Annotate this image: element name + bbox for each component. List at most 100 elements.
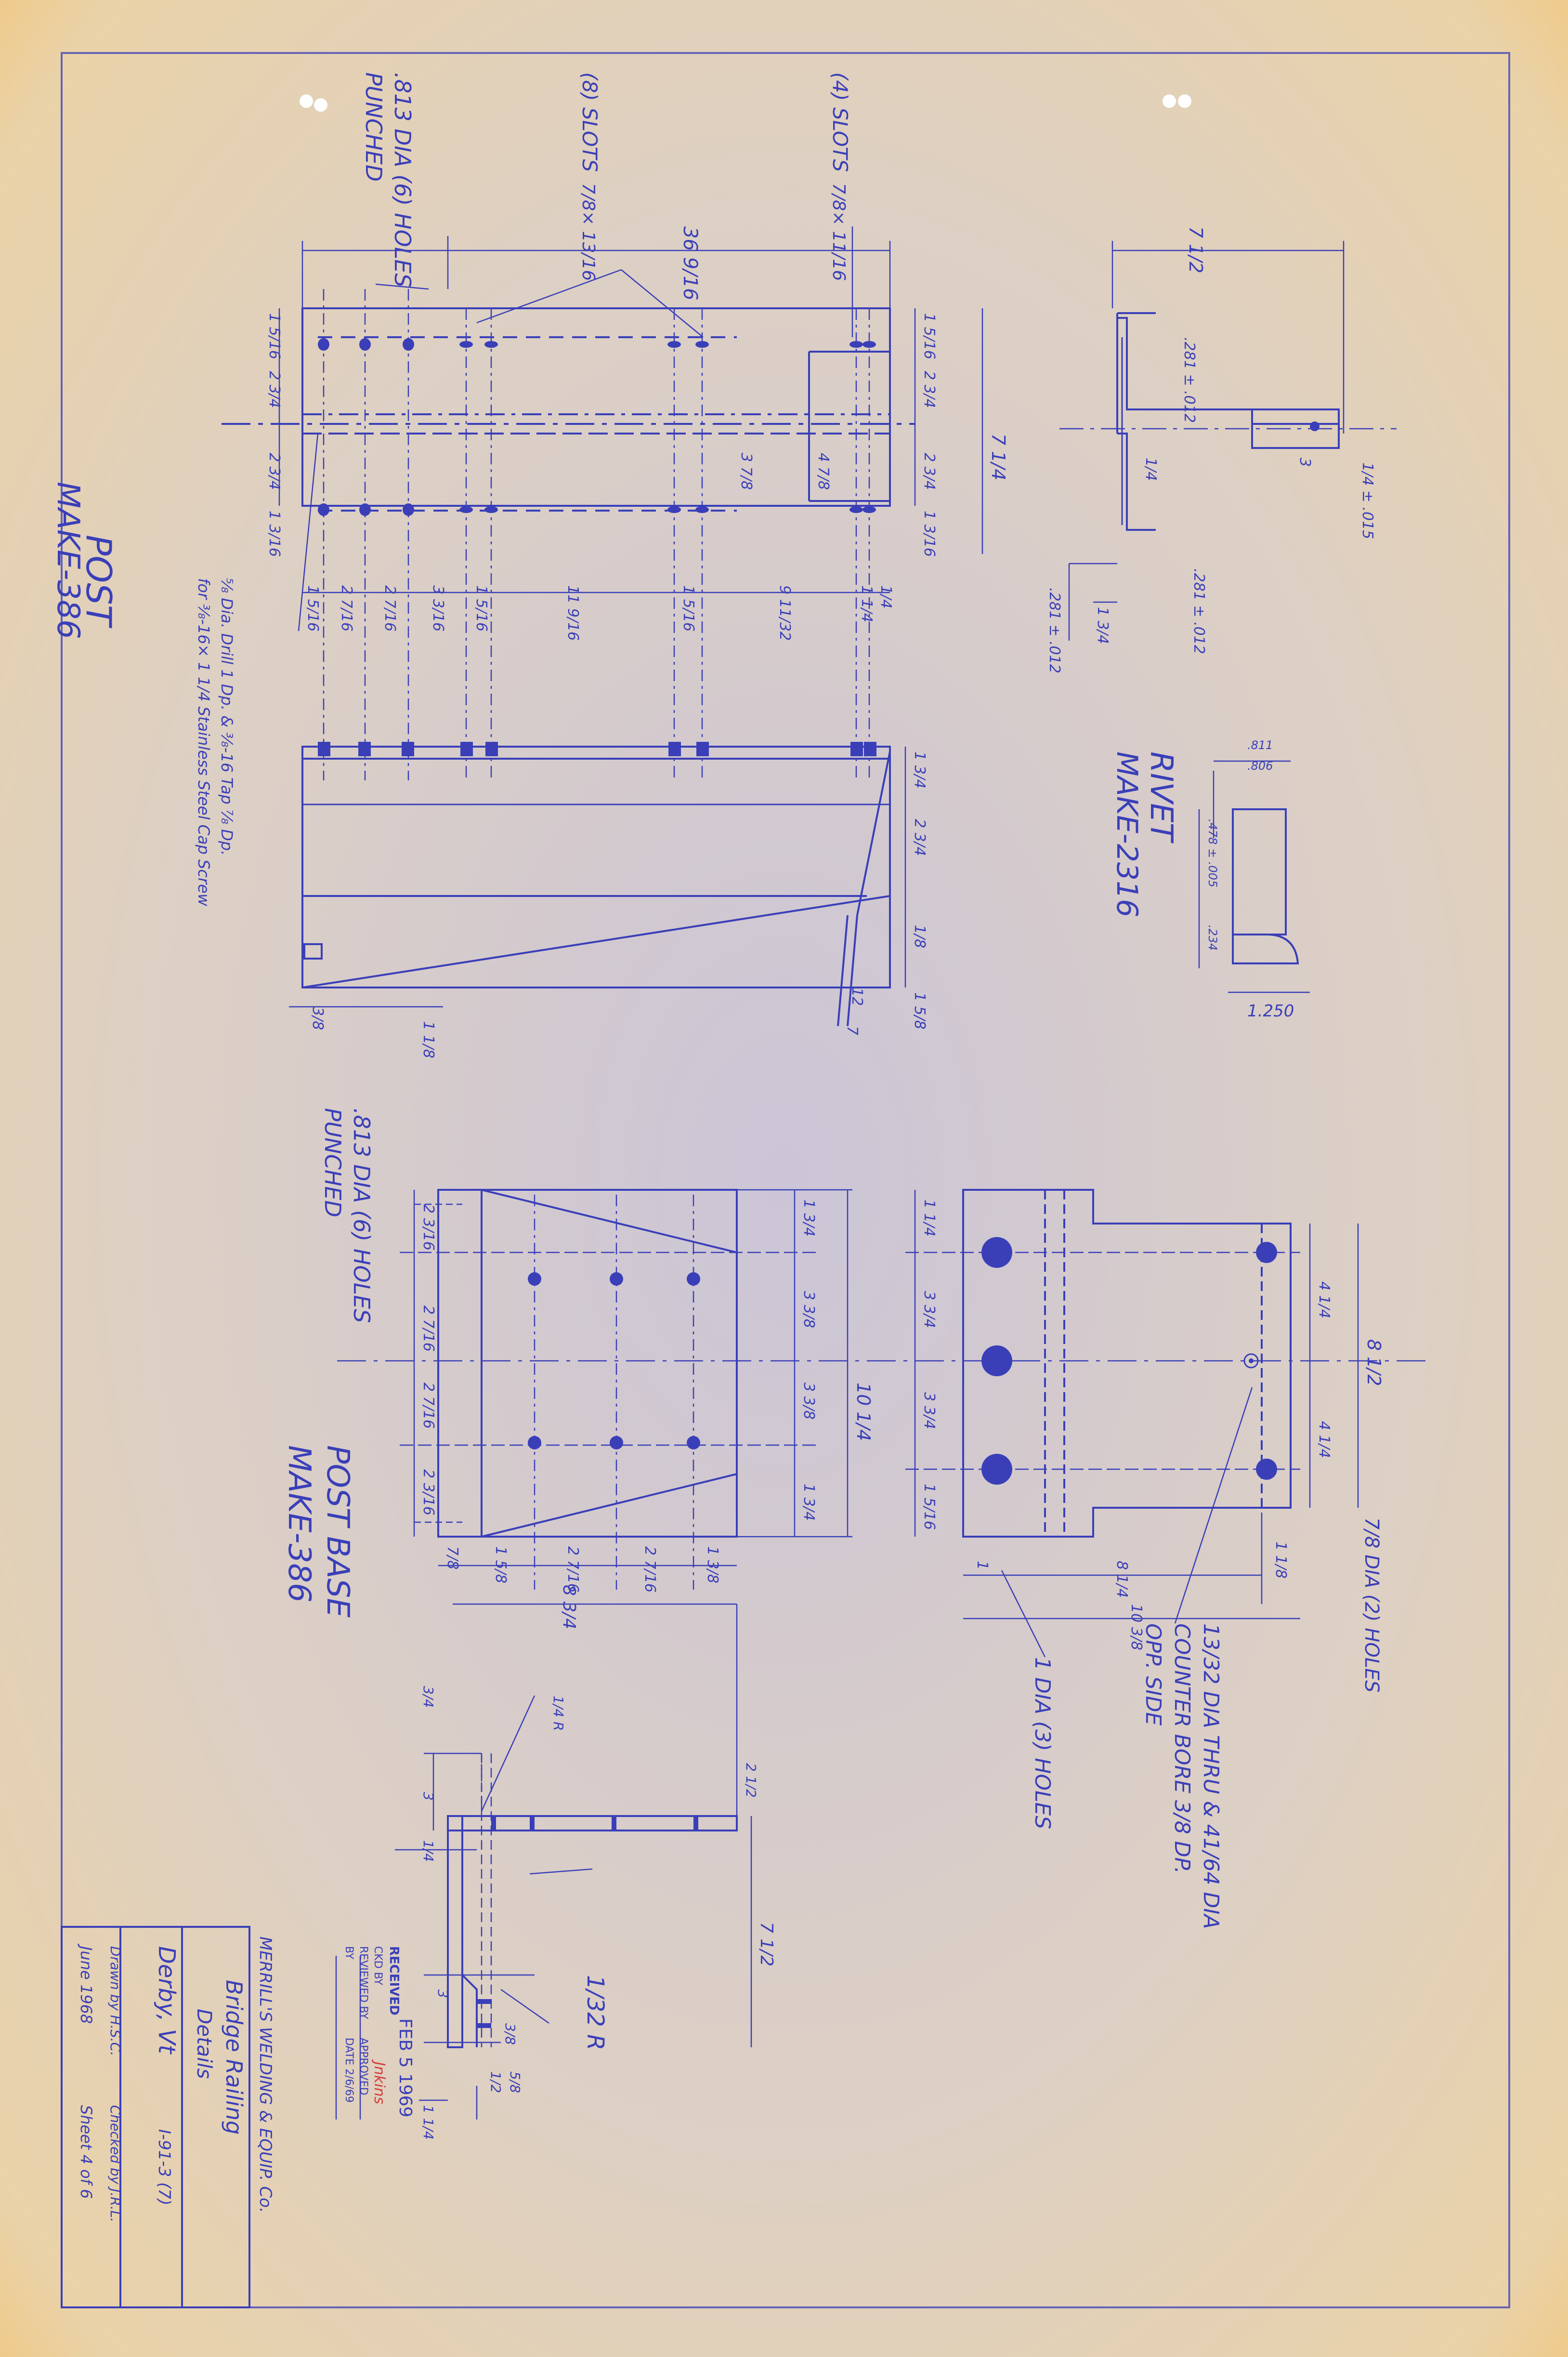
base-front-right-dim: 3 3/8 xyxy=(800,1291,817,1328)
base-front-bottom-dim: 2 7/16 xyxy=(641,1546,658,1593)
post-right-dim: 1 3/16 xyxy=(921,511,938,557)
base-side-dim: 1 1/4 xyxy=(420,2105,436,2140)
post-view xyxy=(222,307,915,1027)
rivet-d2: .806 xyxy=(1247,759,1273,773)
base-side-dim: 3/8 xyxy=(502,2023,518,2045)
post-bottom-dim: 1 1/4 xyxy=(858,585,875,622)
base-side-dim: 1/2 xyxy=(488,2071,504,2093)
base-front-left-dim: 2 7/16 xyxy=(420,1383,437,1429)
base-plate-right-dim: 4 1/4 xyxy=(1316,1281,1333,1318)
counterbore-hole-icon xyxy=(1243,1353,1259,1369)
base-plate-small-a: 1 1/8 xyxy=(1272,1541,1289,1579)
post-note-slots4-size: 7/8× 11/16 xyxy=(829,183,849,281)
post-note-holes: .813 DIA (6) HOLES xyxy=(390,72,416,288)
stamp-received: RECEIVED xyxy=(387,1946,401,2015)
post-centerlines xyxy=(323,289,870,780)
post-lower-right-dim: 1/8 xyxy=(911,925,928,948)
post-hole-pattern xyxy=(318,338,876,756)
post-height: 7 1/4 xyxy=(988,434,1009,480)
post-dimension-lines xyxy=(278,226,983,1008)
post-lower-small-dim: 3/8 xyxy=(309,1007,326,1030)
base-plate-len-a: 8 1/4 xyxy=(1113,1561,1130,1598)
post-drill-note-1: ⅝ Dia. Drill 1 Dp. & ⅜-16 Tap ⅞ Dp. xyxy=(218,578,236,856)
title-block-subtitle: Details xyxy=(193,2009,216,2079)
post-left-dim: 1 3/16 xyxy=(266,511,283,557)
base-side-view xyxy=(395,1604,752,2120)
post-bottom-dim: 1 5/16 xyxy=(304,585,321,632)
rivet-d1: .811 xyxy=(1247,738,1273,752)
base-plate-thru-note-2: COUNTER BORE 3/8 DP. xyxy=(1170,1623,1194,1874)
base-front-left-dim: 2 3/16 xyxy=(420,1469,437,1515)
base-side-radius-a: 1/4 R xyxy=(550,1696,566,1731)
post-bottom-dim: 3 3/16 xyxy=(430,585,446,632)
base-plate-dim: 3 3/4 xyxy=(921,1291,938,1328)
base-side-dim: 3/4 xyxy=(420,1686,436,1708)
post-bottom-dim: 2 7/16 xyxy=(338,585,355,632)
base-front-right-dim: 1 3/4 xyxy=(800,1199,817,1237)
base-plate-dim: 3 3/4 xyxy=(921,1392,938,1429)
post-lower-right-dim: 1 5/8 xyxy=(911,992,928,1029)
post-right-dim: 1 5/16 xyxy=(921,313,938,359)
post-drill-note-2: for ⅜-16× 1 1/4 Stainless Steel Cap Scre… xyxy=(195,578,213,907)
section-t3: .281 ± .012 xyxy=(1046,588,1063,673)
base-side-dim: 2 1/2 xyxy=(743,1763,759,1798)
base-note-holes: .813 DIA (6) HOLES xyxy=(349,1108,375,1323)
stamp-reviewed: REVIEWED BY xyxy=(357,1946,369,2019)
stamp-ckd: CKD BY xyxy=(372,1946,384,1986)
rivet-head-dia: 1.250 xyxy=(1247,1001,1294,1021)
stamp-frame xyxy=(335,1956,361,2120)
base-side-radius-b: 1/32 R xyxy=(582,1975,609,2050)
section-web: 1/4 xyxy=(1142,458,1159,481)
base-note-punched: PUNCHED xyxy=(320,1108,346,1217)
post-overall-length: 36 9/16 xyxy=(679,226,701,300)
base-plate-holes xyxy=(981,1237,1277,1485)
title-block-drawn: Drawn by H.S.C. xyxy=(107,1946,123,2056)
section-bar: 3 xyxy=(1296,458,1313,467)
base-plate-dim: 1 5/16 xyxy=(921,1484,938,1530)
base-front-centerlines xyxy=(534,1195,694,1590)
punch-holes xyxy=(300,94,1191,112)
post-bottom-dim: 9 11/32 xyxy=(776,585,793,641)
title-block-location: Derby, Vt xyxy=(153,1946,180,2055)
base-front-right-dim: 1 3/4 xyxy=(800,1484,817,1521)
base-plate-len-b: 10 3/8 xyxy=(1128,1604,1145,1650)
stamp-by: BY xyxy=(343,1946,355,1960)
base-side-dim: 3 xyxy=(435,1989,451,1998)
post-right-dim: 2 3/4 xyxy=(921,453,938,490)
section-bar-t: 1/4 ± .015 xyxy=(1359,462,1376,539)
title-block-checked: Checked by J.R.L. xyxy=(107,2105,123,2222)
base-front-bottom-dim: 1 5/8 xyxy=(492,1546,509,1583)
rivet-len: .478 ± .005 xyxy=(1206,819,1219,887)
base-plate-small-b: 1 xyxy=(974,1561,991,1570)
post-bottom-dim: 1/4 xyxy=(877,585,894,608)
stamp-date: FEB 5 1969 xyxy=(395,2018,415,2118)
stamp-ckd-signature: Jnkins xyxy=(371,2059,388,2104)
base-plate-dim: 1 1/4 xyxy=(921,1199,938,1237)
base-front-bottom-dim: 7/8 xyxy=(444,1546,461,1569)
channel-section xyxy=(1059,241,1397,641)
title-block-company: MERRILL'S WELDING & EQUIP. Co. xyxy=(256,1936,275,2213)
post-lower-right-dim: 1 3/4 xyxy=(911,751,928,789)
rivet-head: .234 xyxy=(1206,925,1219,950)
stamp-date-approved: DATE 2/6/69 xyxy=(343,2038,355,2103)
post-lower-small-dim: 1 1/8 xyxy=(420,1021,437,1058)
post-bottom-dim: 11 9/16 xyxy=(564,585,581,641)
base-side-holes xyxy=(477,1816,698,2028)
post-lower-small-dim: 12 xyxy=(849,988,865,1006)
base-front-overall: 8 3/4 xyxy=(559,1585,579,1629)
base-plate-thru-note-1: 13/32 DIA THRU & 41/64 DIA xyxy=(1199,1623,1223,1929)
base-plate-two-holes-note: 7/8 DIA (2) HOLES xyxy=(1360,1517,1383,1693)
post-note-slots8-size: 7/8× 13/16 xyxy=(578,183,598,281)
post-base-front xyxy=(337,1189,1425,1605)
base-side-dim: 7 1/2 xyxy=(757,1922,776,1966)
base-front-bottom-dim: 2 7/16 xyxy=(564,1546,581,1593)
post-inner-b: 3 7/8 xyxy=(738,453,755,490)
title-block-frame xyxy=(61,1926,250,2308)
base-front-bottom-dim: 1 3/8 xyxy=(704,1546,721,1583)
post-make: MAKE-386 xyxy=(50,482,86,639)
rivet-make: MAKE-2316 xyxy=(1110,751,1144,917)
post-note-slots4: (4) SLOTS xyxy=(828,72,852,172)
base-make: MAKE-386 xyxy=(281,1445,317,1603)
post-left-dim: 1 5/16 xyxy=(266,313,283,359)
rivet-view xyxy=(1198,760,1310,993)
